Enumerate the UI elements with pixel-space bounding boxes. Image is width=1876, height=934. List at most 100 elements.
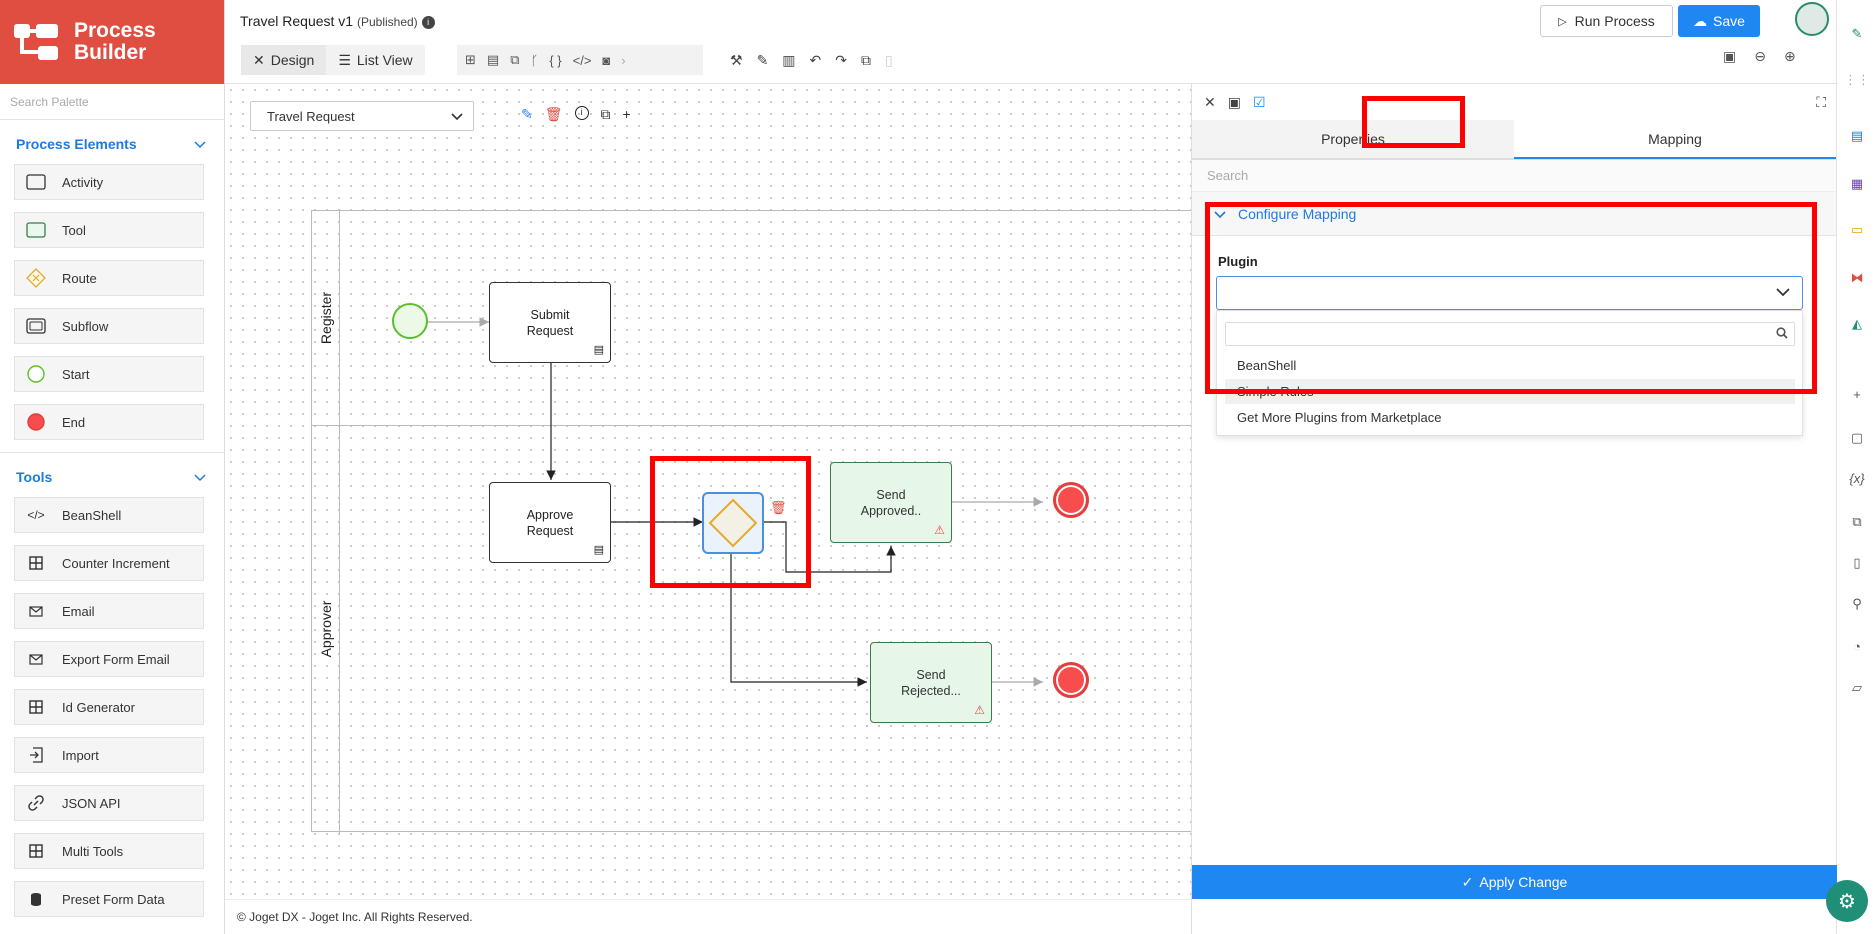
option-marketplace[interactable]: Get More Plugins from Marketplace bbox=[1237, 410, 1442, 425]
branch-icon[interactable]: ᚴ bbox=[530, 52, 539, 68]
apply-change-button[interactable]: ✓ Apply Change bbox=[1192, 865, 1837, 899]
note-icon[interactable]: ▢ bbox=[1850, 430, 1864, 445]
end-icon bbox=[25, 412, 47, 432]
table-icon[interactable]: ▦ bbox=[1850, 176, 1864, 191]
palette-search-input[interactable]: Search Palette bbox=[0, 84, 224, 120]
info-icon[interactable]: i bbox=[574, 106, 589, 120]
start-node[interactable] bbox=[392, 303, 428, 339]
palette-item-email[interactable]: Email bbox=[14, 593, 204, 629]
fit-screen-icon[interactable]: ▣ bbox=[1723, 48, 1737, 64]
monitor-icon[interactable]: ▭ bbox=[1850, 222, 1864, 237]
plus-icon[interactable]: + bbox=[622, 106, 631, 122]
paint-icon[interactable]: ◭ bbox=[1852, 316, 1862, 331]
process-icon[interactable]: ⧓ bbox=[1850, 270, 1864, 285]
copy-icon[interactable]: ⧉ bbox=[861, 51, 871, 68]
camera-icon[interactable]: ◙ bbox=[602, 52, 611, 68]
map-icon[interactable]: ▥ bbox=[782, 51, 796, 68]
gauge-icon[interactable]: ◔ bbox=[1853, 638, 1861, 654]
palette-item-json-api[interactable]: JSON API bbox=[14, 785, 204, 821]
variable-icon[interactable]: {x} bbox=[1849, 470, 1865, 486]
lane-approver[interactable]: Approver bbox=[312, 425, 340, 833]
save-button[interactable]: ☁ Save bbox=[1678, 5, 1760, 37]
pencil-icon[interactable]: ✎ bbox=[521, 106, 533, 122]
option-beanshell[interactable]: BeanShell bbox=[1237, 358, 1297, 373]
document-icon[interactable]: ▤ bbox=[1850, 128, 1864, 143]
copy-icon[interactable]: ⧉ bbox=[600, 106, 611, 122]
process-canvas[interactable]: Travel Request ✎ 🗑 i ⧉ + Register Approv… bbox=[225, 84, 1212, 899]
builder-toolbar: ⊞ ▤ ⧉ ᚴ { } </> ◙ › bbox=[457, 45, 703, 75]
window-icon[interactable]: ▣ bbox=[1227, 93, 1241, 110]
translate-icon[interactable]: ⧉ bbox=[1852, 514, 1862, 529]
process-elements-header[interactable]: Process Elements bbox=[0, 124, 224, 164]
palette-item-label: Route bbox=[62, 270, 97, 286]
route-node[interactable] bbox=[702, 492, 764, 554]
braces-icon[interactable]: { } bbox=[549, 52, 562, 68]
run-process-button[interactable]: ▷ Run Process bbox=[1540, 5, 1673, 37]
palette-item-multi-tools[interactable]: Multi Tools bbox=[14, 833, 204, 869]
palette-item-export-form-email[interactable]: Export Form Email bbox=[14, 641, 204, 677]
info-icon[interactable]: i bbox=[421, 15, 435, 29]
paste-icon[interactable]: ▯ bbox=[885, 51, 893, 68]
chevron-down-icon bbox=[1776, 285, 1790, 300]
chevron-right-icon[interactable]: › bbox=[621, 52, 626, 68]
process-select[interactable]: Travel Request bbox=[250, 101, 474, 131]
tool-send-rejected[interactable]: Send Rejected... ⚠ bbox=[870, 642, 992, 723]
tab-mapping[interactable]: Mapping bbox=[1514, 120, 1836, 159]
translate-icon[interactable]: ⧉ bbox=[510, 52, 520, 67]
expand-icon[interactable]: ⛶ bbox=[1816, 93, 1826, 110]
palette-item-route[interactable]: Route bbox=[14, 260, 204, 296]
end-node-approved[interactable] bbox=[1053, 482, 1089, 518]
tools-title: Tools bbox=[16, 469, 53, 485]
activity-approve-request[interactable]: Approve Request ▤ bbox=[489, 482, 611, 563]
plus-icon[interactable]: + bbox=[1853, 386, 1861, 402]
plugin-select[interactable] bbox=[1216, 276, 1803, 310]
tool-send-approved[interactable]: Send Approved.. ⚠ bbox=[830, 462, 952, 543]
tab-design[interactable]: ✕ Design bbox=[241, 45, 327, 75]
palette-item-id-generator[interactable]: Id Generator bbox=[14, 689, 204, 725]
highlight-box-mapping-tab bbox=[1362, 96, 1465, 148]
plugin-icon[interactable]: ⚲ bbox=[1852, 596, 1862, 611]
configure-mapping-header[interactable]: Configure Mapping bbox=[1192, 192, 1836, 236]
scroll-icon[interactable]: ▱ bbox=[1852, 680, 1862, 695]
zoom-in-icon[interactable]: ⊕ bbox=[1783, 48, 1796, 64]
file-icon[interactable]: ▯ bbox=[1853, 555, 1861, 570]
sitemap-icon[interactable]: ⊞ bbox=[465, 52, 476, 67]
tab-properties[interactable]: Properties bbox=[1192, 120, 1514, 159]
properties-panel: ✕ ▣ ☑ ⛶ Properties Mapping Search Config… bbox=[1191, 84, 1837, 934]
undo-icon[interactable]: ↶ bbox=[809, 51, 822, 68]
lane-label: Approver bbox=[317, 600, 334, 658]
code-icon[interactable]: </> bbox=[572, 52, 592, 68]
palette-item-end[interactable]: End bbox=[14, 404, 204, 440]
form-icon[interactable]: ▤ bbox=[486, 52, 500, 67]
palette-item-activity[interactable]: Activity bbox=[14, 164, 204, 200]
palette-item-preset-form-data[interactable]: Preset Form Data bbox=[14, 881, 204, 917]
tab-list-view[interactable]: ☰ List View bbox=[326, 45, 424, 75]
edit-icon[interactable]: ✎ bbox=[1851, 26, 1863, 41]
brush-icon[interactable]: ✎ bbox=[756, 51, 769, 68]
trash-icon[interactable]: 🗑 bbox=[544, 106, 563, 122]
settings-gear-button[interactable]: ⚙ bbox=[1826, 880, 1868, 922]
palette-item-import[interactable]: Import bbox=[14, 737, 204, 773]
lane-register[interactable]: Register bbox=[312, 211, 340, 425]
process-select-value: Travel Request bbox=[267, 108, 355, 124]
palette-item-subflow[interactable]: Subflow bbox=[14, 308, 204, 344]
dropdown-search-input[interactable] bbox=[1225, 322, 1795, 346]
close-icon[interactable]: ✕ bbox=[1204, 93, 1216, 110]
drag-handle-icon[interactable]: ⋮⋮ bbox=[1844, 72, 1870, 87]
activity-submit-request[interactable]: Submit Request ▤ bbox=[489, 282, 611, 363]
palette-item-counter-increment[interactable]: Counter Increment bbox=[14, 545, 204, 581]
palette-item-tool[interactable]: Tool bbox=[14, 212, 204, 248]
palette-item-beanshell[interactable]: </> BeanShell bbox=[14, 497, 204, 533]
redo-icon[interactable]: ↷ bbox=[835, 51, 847, 68]
delete-route-icon[interactable]: 🗑 bbox=[770, 500, 787, 515]
end-node-rejected[interactable] bbox=[1053, 662, 1089, 698]
avatar[interactable] bbox=[1795, 2, 1829, 36]
panel-toolbar: ✕ ▣ ☑ ⛶ bbox=[1192, 84, 1836, 120]
wrench-icon[interactable]: ⚒ bbox=[730, 51, 743, 68]
checkbox-icon[interactable]: ☑ bbox=[1252, 93, 1266, 110]
panel-search-input[interactable]: Search bbox=[1192, 160, 1836, 192]
palette-item-start[interactable]: Start bbox=[14, 356, 204, 392]
tools-header[interactable]: Tools bbox=[0, 457, 224, 497]
palette-item-label: Id Generator bbox=[62, 699, 135, 715]
zoom-out-icon[interactable]: ⊖ bbox=[1754, 48, 1766, 64]
